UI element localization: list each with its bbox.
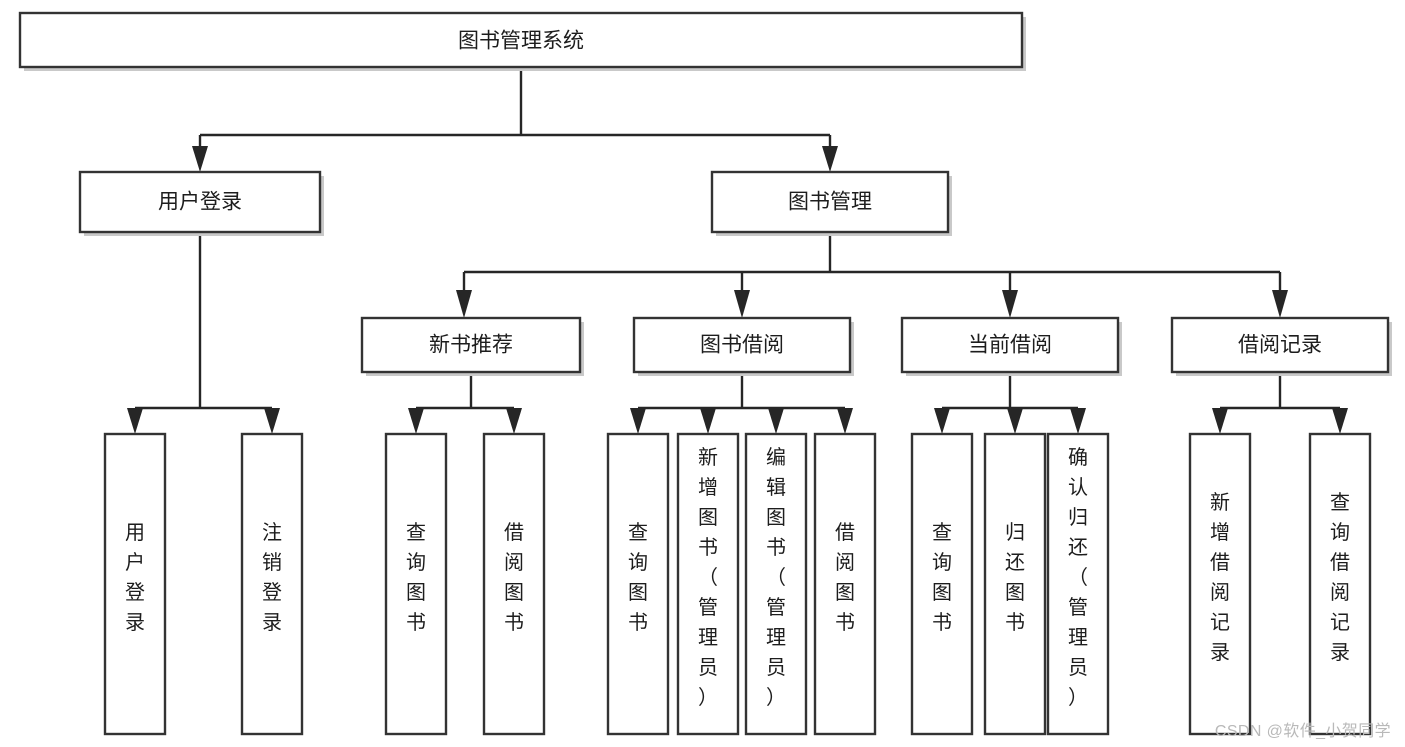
node-leaf-borrow-book-recommend-label: 借阅图书 (504, 521, 524, 634)
node-borrow-record-label: 借阅记录 (1238, 334, 1322, 357)
node-leaf-add-borrow-record[interactable]: 新增借阅记录 (1188, 432, 1252, 736)
node-root-label: 图书管理系统 (458, 30, 584, 53)
node-new-book-recommend[interactable]: 新书推荐 (360, 316, 584, 376)
arrow-head-borrow-record (1272, 290, 1288, 318)
node-leaf-confirm-return[interactable]: 确认归还（管理员） (1046, 432, 1110, 736)
node-book-borrow-box[interactable] (632, 316, 852, 374)
node-borrow-record[interactable]: 借阅记录 (1170, 316, 1392, 376)
node-current-borrow-label: 当前借阅 (968, 334, 1052, 357)
node-leaf-edit-book[interactable]: 编辑图书（管理员） (744, 432, 808, 736)
node-leaf-add-book[interactable]: 新增图书（管理员） (676, 432, 740, 736)
node-leaf-query-borrow-record-box[interactable] (1308, 432, 1372, 736)
arrow-head-leaf-query-book-recommend (408, 408, 424, 434)
node-current-borrow[interactable]: 当前借阅 (900, 316, 1122, 376)
arrow-head-leaf-confirm-return (1070, 408, 1086, 434)
arrow-head-new-book-recommend (456, 290, 472, 318)
csdn-watermark: CSDN @软件_小贺同学 (1214, 723, 1391, 740)
node-leaf-query-borrow-record[interactable]: 查询借阅记录 (1308, 432, 1372, 736)
arrow-head-leaf-user-logout (264, 408, 280, 434)
node-leaf-query-book-current-label: 查询图书 (932, 521, 952, 634)
node-leaf-borrow-book-recommend[interactable]: 借阅图书 (482, 432, 546, 736)
node-leaf-edit-book-label: 编辑图书（管理员） (766, 446, 786, 709)
node-current-borrow-box[interactable] (900, 316, 1120, 374)
node-leaf-query-book-recommend-box[interactable] (384, 432, 448, 736)
arrow-head-leaf-add-book (700, 408, 716, 434)
arrow-head-current-borrow (1002, 290, 1018, 318)
node-leaf-query-book-borrow[interactable]: 查询图书 (606, 432, 670, 736)
node-leaf-add-book-box[interactable] (676, 432, 740, 736)
arrow-head-book-management (822, 146, 838, 172)
node-book-management-box[interactable] (710, 170, 950, 234)
node-leaf-query-book-current-box[interactable] (910, 432, 974, 736)
node-leaf-borrow-book-box[interactable] (813, 432, 877, 736)
node-leaf-confirm-return-label: 确认归还（管理员） (1068, 446, 1088, 709)
node-leaf-edit-book-box[interactable] (744, 432, 808, 736)
node-leaf-return-book-box[interactable] (983, 432, 1047, 736)
node-leaf-query-book-current[interactable]: 查询图书 (910, 432, 974, 736)
node-leaf-add-borrow-record-label: 新增借阅记录 (1210, 491, 1230, 664)
node-leaf-return-book-label: 归还图书 (1005, 521, 1025, 634)
node-leaf-borrow-book-label: 借阅图书 (835, 521, 855, 634)
node-leaf-query-book-borrow-box[interactable] (606, 432, 670, 736)
node-leaf-return-book[interactable]: 归还图书 (983, 432, 1047, 736)
arrow-head-leaf-add-borrow-record (1212, 408, 1228, 434)
node-leaf-user-login-label: 用户登录 (125, 522, 145, 634)
node-book-borrow-label: 图书借阅 (700, 334, 784, 357)
node-leaf-add-book-label: 新增图书（管理员） (698, 446, 718, 709)
node-new-book-recommend-label: 新书推荐 (429, 334, 513, 357)
leaf-layer: 用户登录 注销登录 查询图书 借阅图书 查询图书 新增图书（管理员） (103, 432, 1372, 736)
arrow-head-leaf-query-book-current (934, 408, 950, 434)
node-leaf-user-logout[interactable]: 注销登录 (240, 432, 304, 736)
node-leaf-user-login-box[interactable] (103, 432, 167, 736)
node-leaf-add-borrow-record-box[interactable] (1188, 432, 1252, 736)
arrow-head-leaf-query-book-borrow (630, 408, 646, 434)
arrow-head-book-borrow (734, 290, 750, 318)
node-leaf-borrow-book[interactable]: 借阅图书 (813, 432, 877, 736)
node-new-book-recommend-box[interactable] (360, 316, 582, 374)
arrow-head-leaf-user-login (127, 408, 143, 434)
arrow-head-leaf-edit-book (768, 408, 784, 434)
arrow-head-leaf-return-book (1007, 408, 1023, 434)
node-leaf-query-borrow-record-label: 查询借阅记录 (1330, 491, 1350, 664)
node-root[interactable]: 图书管理系统 (18, 11, 1026, 71)
arrow-head-leaf-borrow-book-recommend (506, 408, 522, 434)
arrow-head-leaf-borrow-book (837, 408, 853, 434)
node-book-borrow[interactable]: 图书借阅 (632, 316, 854, 376)
node-leaf-query-book-borrow-label: 查询图书 (628, 521, 648, 634)
node-root-box[interactable] (18, 11, 1024, 69)
node-user-login-box[interactable] (78, 170, 322, 234)
node-leaf-confirm-return-box[interactable] (1046, 432, 1110, 736)
node-book-management[interactable]: 图书管理 (710, 170, 952, 236)
node-leaf-user-login[interactable]: 用户登录 (103, 432, 167, 736)
node-leaf-query-book-recommend[interactable]: 查询图书 (384, 432, 448, 736)
node-leaf-user-logout-box[interactable] (240, 432, 304, 736)
node-leaf-borrow-book-recommend-box[interactable] (482, 432, 546, 736)
arrow-head-leaf-query-borrow-record (1332, 408, 1348, 434)
node-book-management-label: 图书管理 (788, 191, 872, 214)
arrow-head-user-login (192, 146, 208, 172)
connector-layer (127, 67, 1348, 434)
node-leaf-query-book-recommend-label: 查询图书 (406, 521, 426, 634)
node-user-login-label: 用户登录 (158, 191, 242, 214)
node-borrow-record-box[interactable] (1170, 316, 1390, 374)
node-user-login[interactable]: 用户登录 (78, 170, 324, 236)
node-leaf-user-logout-label: 注销登录 (262, 521, 282, 634)
